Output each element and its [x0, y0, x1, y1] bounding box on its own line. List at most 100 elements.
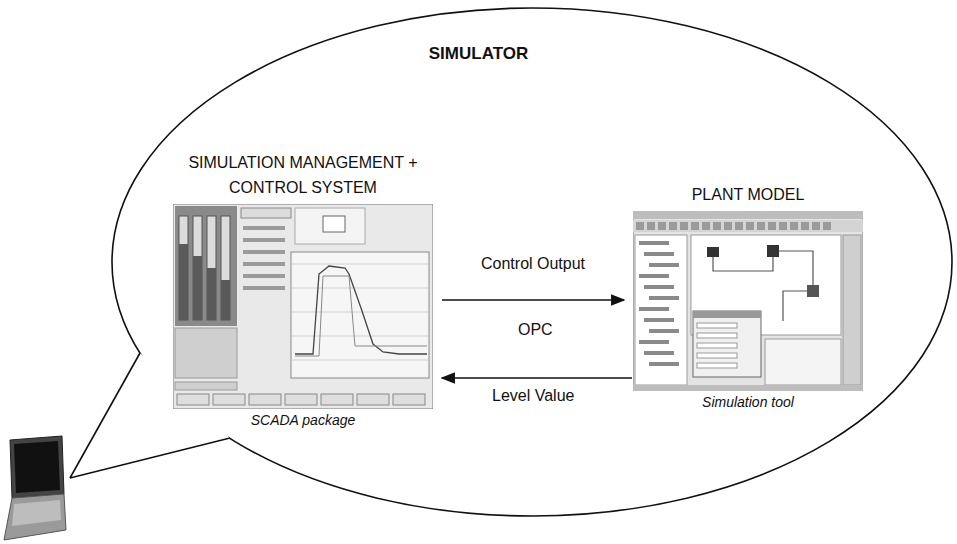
panel-caption: Simulation tool: [628, 394, 868, 410]
panel-heading: SIMULATION MANAGEMENT + CONTROL SYSTEM: [168, 150, 438, 200]
toolbar-icon: [735, 222, 743, 230]
toolbar-icon: [768, 222, 776, 230]
tree-item: [649, 263, 679, 267]
grid-line: [291, 360, 429, 361]
model-block: [767, 245, 779, 257]
button: [321, 394, 353, 405]
tree-item: [639, 241, 669, 245]
gauge-fill: [193, 256, 202, 320]
gauge-bar: [179, 216, 188, 320]
dialog-box: [693, 311, 761, 377]
toolbar-icon: [757, 222, 765, 230]
text-line-mark: [243, 226, 285, 230]
trend-line: [295, 266, 427, 354]
gauge-panel: [175, 206, 237, 326]
tree-item: [639, 307, 669, 311]
toolbar-icon: [801, 222, 809, 230]
bubble-tail-line: [70, 353, 140, 478]
toolbar-icon: [636, 222, 644, 230]
dialog-field: [697, 333, 737, 338]
toolbar-icon: [691, 222, 699, 230]
toolbar-icon: [812, 222, 820, 230]
tree-panel: [635, 235, 687, 385]
toolbar-icon: [702, 222, 710, 230]
toolbar-icon: [713, 222, 721, 230]
toolbar-icon: [658, 222, 666, 230]
grid-line: [291, 264, 429, 265]
dialog-field: [697, 323, 737, 328]
tree-item: [644, 285, 674, 289]
screenshot-image: [633, 211, 863, 391]
bubble-outline: [112, 8, 952, 516]
tab: [241, 208, 291, 218]
gauge-bar: [221, 216, 230, 320]
tree-item: [649, 362, 679, 366]
block-diagram: [295, 208, 365, 244]
bubble-tail-line: [70, 438, 230, 478]
control-block: [323, 216, 345, 232]
button: [175, 382, 237, 390]
button: [213, 394, 245, 405]
message-panel: [765, 339, 841, 385]
gauge-bar: [193, 216, 202, 320]
gauge-fill: [207, 268, 216, 320]
text-line-mark: [243, 286, 285, 290]
gauge-bar: [207, 216, 216, 320]
text-line-mark: [243, 262, 285, 266]
side-panel: [843, 235, 861, 385]
grid-line: [291, 336, 429, 337]
flow-arrow: [442, 377, 632, 379]
button: [285, 394, 317, 405]
screenshot-panel: PLANT MODEL Simulation tool: [628, 182, 868, 410]
button: [177, 394, 209, 405]
grid-line: [291, 288, 429, 289]
gauge-fill: [179, 244, 188, 320]
dialog-field: [697, 343, 737, 348]
tree-item: [649, 296, 679, 300]
model-block: [807, 285, 819, 297]
tree-item: [639, 274, 669, 278]
screen-frame: [173, 204, 433, 409]
simulation-screenshot: [633, 211, 863, 391]
trend-chart: [291, 252, 429, 378]
screenshot-image: [173, 204, 433, 409]
toolbar-icon: [647, 222, 655, 230]
panel-caption: SCADA package: [168, 412, 438, 428]
scada-screenshot: [173, 204, 433, 409]
panel-heading: PLANT MODEL: [628, 182, 868, 207]
text-line-mark: [243, 274, 285, 278]
dialog-title: [693, 311, 761, 318]
button: [357, 394, 389, 405]
title-bar: [633, 211, 863, 219]
edge-label: Control Output: [478, 255, 588, 273]
toolbar-icon: [746, 222, 754, 230]
button: [249, 394, 281, 405]
tree-item: [649, 329, 679, 333]
model-block: [707, 247, 719, 257]
dialog-field: [697, 363, 737, 368]
flow-arrow: [442, 299, 624, 301]
screenshot-panel: SIMULATION MANAGEMENT + CONTROL SYSTEM SC…: [168, 150, 438, 428]
tree-item: [639, 340, 669, 344]
tree-item: [644, 252, 674, 256]
tree-item: [644, 351, 674, 355]
laptop-icon: [4, 436, 66, 540]
tree-item: [644, 318, 674, 322]
dialog-field: [697, 353, 737, 358]
button: [393, 394, 425, 405]
toolbar: [633, 220, 863, 232]
toolbar-icon: [669, 222, 677, 230]
status-bar: [633, 385, 863, 391]
setpoint-line: [295, 276, 427, 356]
window-frame: [633, 211, 863, 391]
diagram-title: SIMULATOR: [0, 44, 957, 64]
toolbar-icon: [779, 222, 787, 230]
toolbar-icon: [823, 222, 831, 230]
toolbar-icon: [724, 222, 732, 230]
edge-label: Level Value: [489, 387, 577, 405]
text-line-mark: [243, 250, 285, 254]
grid-line: [291, 312, 429, 313]
toolbar-icon: [790, 222, 798, 230]
toolbar-icon: [680, 222, 688, 230]
gauge-fill: [221, 280, 230, 320]
